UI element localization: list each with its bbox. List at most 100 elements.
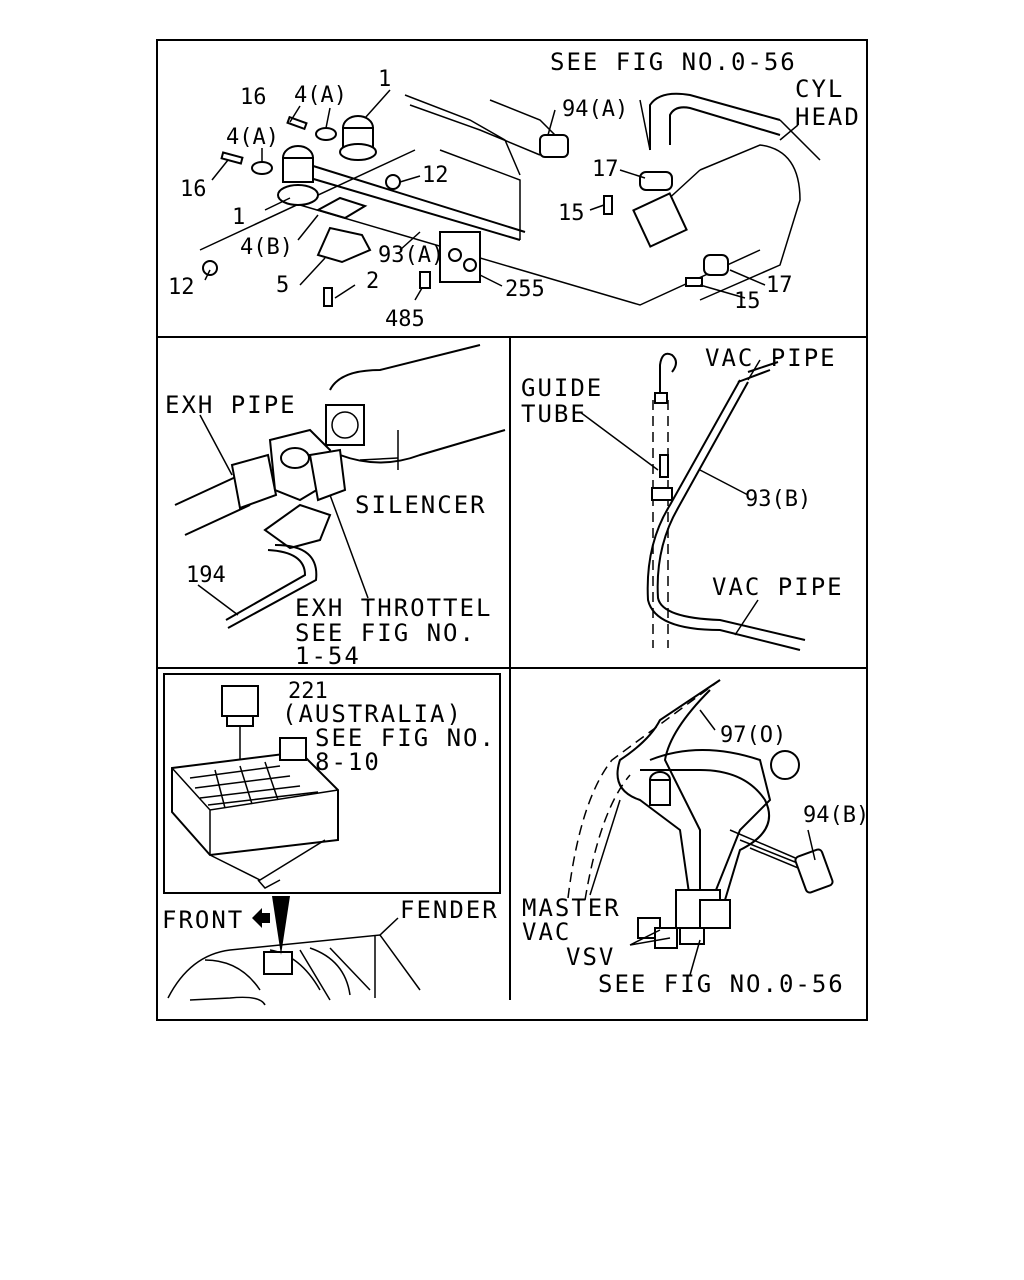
exh-pipe-label: EXH PIPE — [165, 391, 297, 419]
bolt-16-lower — [220, 151, 244, 165]
guide-tube — [652, 400, 669, 648]
fig-ref-1-54: 1-54 — [295, 642, 361, 670]
throttle-clamp — [263, 503, 332, 550]
hose-194 — [225, 544, 318, 629]
callout-5: 5 — [276, 273, 289, 298]
nut-12-lower — [202, 260, 218, 276]
australia-label: (AUSTRALIA) — [282, 700, 463, 728]
exh-pipe-flange — [230, 453, 278, 510]
callout-16-lower: 16 — [180, 177, 207, 202]
silencer-body — [329, 344, 506, 464]
vsv-255 — [439, 231, 481, 283]
exhaust-panel: EXH PIPE SILENCER EXH THROTTEL SEE FIG N… — [165, 344, 506, 670]
gasket-4a-upper — [315, 127, 337, 141]
callout-221: 221 — [288, 679, 328, 704]
vac-labels: VAC PIPE GUIDE TUBE 93(B) VAC PIPE — [521, 344, 844, 601]
master-vac-outline — [567, 679, 721, 901]
vsv-units — [637, 889, 731, 949]
relay-inset-frame — [163, 673, 501, 894]
vsv-label: VSV — [566, 943, 615, 971]
actuator — [308, 448, 347, 502]
relay-socket — [279, 737, 307, 761]
connector-94a — [539, 134, 569, 158]
connector-94b — [794, 848, 834, 894]
vsv-panel: 97(O) 94(B) MASTER VAC VSV SEE FIG NO.0-… — [522, 679, 869, 998]
diagram-frame — [156, 39, 868, 1021]
callout-97o: 97(O) — [720, 723, 786, 748]
exhaust-labels: EXH PIPE SILENCER EXH THROTTEL SEE FIG N… — [165, 391, 492, 670]
vac-clamp — [651, 487, 673, 501]
callout-16-upper: 16 — [240, 85, 267, 110]
fig-ref-8-10: 8-10 — [315, 748, 381, 776]
callout-94b: 94(B) — [803, 803, 869, 828]
guide-tube-clip — [654, 392, 668, 404]
fuse-box-top — [171, 767, 339, 855]
vac-leaders — [579, 359, 761, 636]
see-fig-0-56-top: SEE FIG NO.0-56 — [550, 48, 797, 76]
top-panel: SEE FIG NO.0-56 CYL HEAD 1 16 4(A) 4(A) … — [168, 48, 861, 332]
gasket-4b — [315, 196, 368, 220]
callout-1-lower: 1 — [232, 205, 245, 230]
callout-94a: 94(A) — [562, 97, 628, 122]
exh-throttel-label: EXH THROTTEL — [295, 594, 492, 622]
top-leaders — [204, 89, 799, 301]
callout-255: 255 — [505, 277, 545, 302]
bracket-plate — [632, 192, 688, 248]
callout-2: 2 — [366, 269, 379, 294]
egr-valve-lower — [277, 145, 319, 206]
exhaust-leaders — [197, 414, 399, 616]
callout-4a-lower: 4(A) — [226, 125, 279, 150]
harness-94a — [404, 94, 561, 176]
vac-label: VAC — [522, 918, 571, 946]
tube-label: TUBE — [521, 400, 587, 428]
vac-hoses — [616, 679, 772, 901]
callout-12-upper: 12 — [422, 163, 449, 188]
callout-12-lower: 12 — [168, 275, 195, 300]
cyl-label: CYL — [795, 75, 844, 103]
flange-17-lower — [703, 254, 729, 276]
guide-label: GUIDE — [521, 374, 603, 402]
see-fig-label-exh: SEE FIG NO. — [295, 619, 476, 647]
fuse-box-funnel — [209, 839, 326, 889]
bolt-485 — [419, 271, 431, 289]
master-label: MASTER — [522, 894, 621, 922]
exh-pipe — [174, 474, 251, 536]
nut-12-upper — [385, 174, 401, 190]
bolt-2 — [323, 287, 333, 307]
callout-15-lower: 15 — [734, 289, 761, 314]
front-arrow-icon — [252, 908, 270, 928]
bolt-15-upper — [603, 195, 613, 215]
relay-labels: 221 (AUSTRALIA) SEE FIG NO. 8-10 FRONT F… — [162, 679, 499, 934]
guide-tube-tag — [659, 454, 669, 478]
callout-93b: 93(B) — [745, 487, 811, 512]
guide-tube-hook — [659, 352, 677, 400]
top-labels: SEE FIG NO.0-56 CYL HEAD 1 16 4(A) 4(A) … — [168, 48, 861, 332]
vsv-leaders — [589, 709, 816, 976]
callout-1-upper: 1 — [378, 67, 391, 92]
relay-221 — [221, 685, 259, 727]
front-label: FRONT — [162, 906, 244, 934]
head-label: HEAD — [795, 103, 861, 131]
bolt-16-upper — [286, 115, 308, 131]
flange-17-upper — [639, 171, 673, 191]
harness-wires — [189, 947, 371, 1006]
vac-pipe-label-top: VAC PIPE — [705, 344, 837, 372]
callout-485: 485 — [385, 307, 425, 332]
callout-4a-upper: 4(A) — [294, 83, 347, 108]
vsv-labels: 97(O) 94(B) MASTER VAC VSV SEE FIG NO.0-… — [522, 723, 869, 998]
fender-label: FENDER — [400, 896, 499, 924]
relay-panel: 221 (AUSTRALIA) SEE FIG NO. 8-10 FRONT F… — [162, 673, 501, 1006]
fuse-grid — [189, 761, 319, 809]
cyl-head-pipe — [649, 92, 781, 150]
vac-pipe-label-bottom: VAC PIPE — [712, 573, 844, 601]
see-fig-label-relay: SEE FIG NO. — [315, 724, 496, 752]
gasket-4a-lower — [251, 161, 273, 175]
callout-17-upper: 17 — [592, 157, 619, 182]
vac-pipe-panel: VAC PIPE GUIDE TUBE 93(B) VAC PIPE — [521, 344, 844, 651]
callout-93a: 93(A) — [378, 243, 444, 268]
callout-15-upper: 15 — [558, 201, 585, 226]
bolt-15-lower — [685, 277, 703, 287]
location-pointer-icon — [272, 896, 290, 955]
callout-194: 194 — [186, 563, 226, 588]
